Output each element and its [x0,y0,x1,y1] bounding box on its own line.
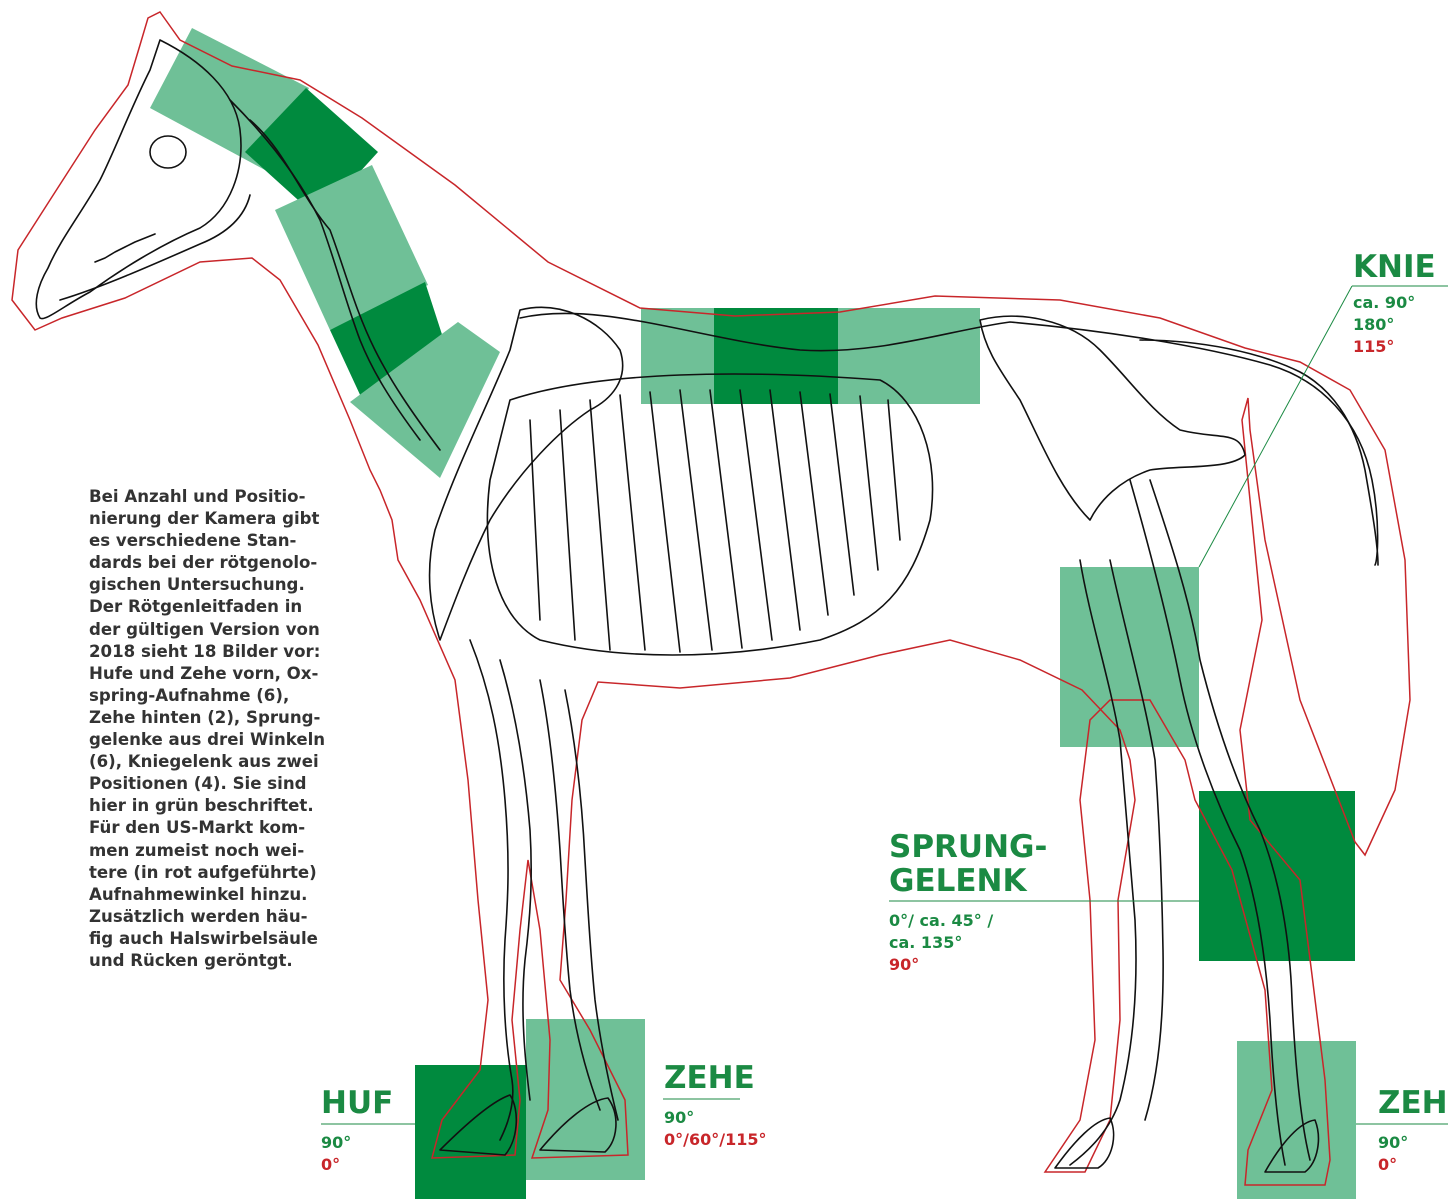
description-line: tere (in rot aufgeführte) [89,862,339,884]
description-line: (6), Kniegelenk aus zwei [89,751,339,773]
zehe-hind-angle-red-1: 0° [1378,1154,1408,1176]
description-line: gelenke aus drei Winkeln [89,729,339,751]
description-line: gischen Untersuchung. [89,574,339,596]
description-paragraph: Bei Anzahl und Positio-nierung der Kamer… [89,486,339,972]
description-line: Für den US-Markt kom- [89,817,339,839]
sprunggelenk-zone [1199,791,1355,961]
zehe-front-angles: 90° 0°/60°/115° [664,1107,766,1151]
sprunggelenk-angles: 0°/ ca. 45° / ca. 135° 90° [889,910,993,976]
zehe-front-title: ZEHE [664,1061,755,1095]
sprunggelenk-title-line-1: SPRUNG- [889,830,1047,864]
ribs [530,390,900,652]
neck-back-zones [150,28,980,478]
description-line: der gültigen Version von [89,619,339,641]
knie-angle-red-1: 115° [1353,336,1415,358]
huf-angles: 90° 0° [321,1132,351,1176]
zehe-front-angle-green-1: 90° [664,1107,766,1129]
description-line: Bei Anzahl und Positio- [89,486,339,508]
zehe-hind-title: ZEHE [1378,1086,1448,1120]
description-line: spring-Aufnahme (6), [89,685,339,707]
description-line: 2018 sieht 18 Bilder vor: [89,641,339,663]
zehe-hind-angles: 90° 0° [1378,1132,1408,1176]
description-line: Zusätzlich werden häu- [89,906,339,928]
limb-zones [415,567,1356,1199]
huf-zone [415,1065,526,1199]
huf-title: HUF [321,1086,393,1120]
knie-zone [1060,567,1199,747]
back-zone-center [714,308,840,404]
description-line: fig auch Halswirbelsäule [89,928,339,950]
sprunggelenk-title: SPRUNG- GELENK [889,830,1047,898]
description-line: Hufe und Zehe vorn, Ox- [89,663,339,685]
description-line: und Rücken geröntgt. [89,950,339,972]
teeth [95,234,155,262]
huf-angle-green-1: 90° [321,1132,351,1154]
description-line: es verschiedene Stan- [89,530,339,552]
zehe-front-angle-red-1: 0°/60°/115° [664,1129,766,1151]
sprunggelenk-angle-red-1: 90° [889,954,993,976]
knie-title: KNIE [1353,250,1436,284]
sprunggelenk-title-line-2: GELENK [889,864,1047,898]
sprunggelenk-angle-green-1: 0°/ ca. 45° / [889,910,993,932]
back-zone-left [641,308,716,404]
description-line: men zumeist noch wei- [89,840,339,862]
description-line: dards bei der rötgenolo- [89,552,339,574]
back-zone-right [838,308,980,404]
sprunggelenk-angle-green-2: ca. 135° [889,932,993,954]
description-line: Aufnahmewinkel hinzu. [89,884,339,906]
description-line: hier in grün beschriftet. [89,795,339,817]
knie-angle-green-1: ca. 90° [1353,292,1415,314]
knie-angles: ca. 90° 180° 115° [1353,292,1415,358]
knie-angle-green-2: 180° [1353,314,1415,336]
huf-angle-red-1: 0° [321,1154,351,1176]
description-line: Positionen (4). Sie sind [89,773,339,795]
pelvis [980,316,1245,520]
eye-socket [150,136,186,168]
tail-vertebrae [1140,340,1378,565]
zehe-hind-angle-green-1: 90° [1378,1132,1408,1154]
knie-leader-diag [1199,286,1352,567]
description-line: Zehe hinten (2), Sprung- [89,707,339,729]
ribcage [487,374,932,655]
description-line: Der Rötgenleitfaden in [89,596,339,618]
description-line: nierung der Kamera gibt [89,508,339,530]
